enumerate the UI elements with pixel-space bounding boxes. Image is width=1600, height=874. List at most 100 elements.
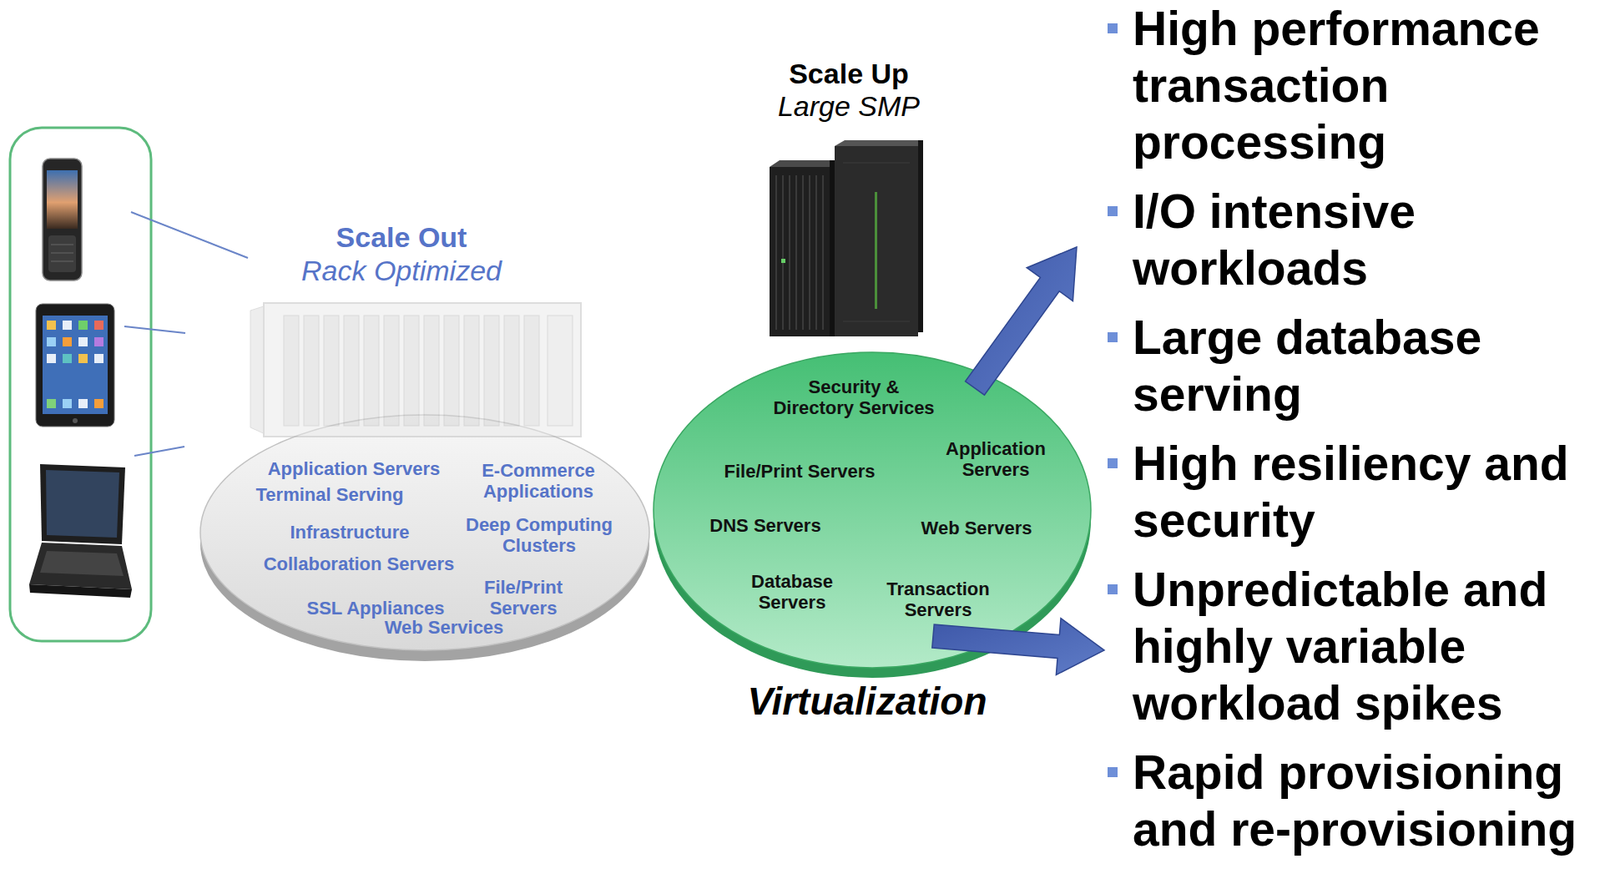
- workload-label: DNS Servers: [709, 514, 821, 536]
- bullet-item: High resiliency and security: [1132, 434, 1597, 549]
- blade-chassis: [547, 315, 573, 426]
- bullet-item: High performance transaction processing: [1132, 0, 1597, 171]
- phone-icon: [50, 244, 74, 246]
- bullet-marker: [1107, 458, 1118, 469]
- mainframe-server: [769, 166, 830, 337]
- mainframe-server: [834, 146, 919, 337]
- laptop-icon: [29, 542, 132, 590]
- mainframe-server: [769, 140, 924, 337]
- tablet-icon: [46, 353, 56, 364]
- mainframe-server: [781, 258, 786, 263]
- bullet-marker: [1107, 23, 1118, 34]
- workload-label: SSL Appliances: [306, 597, 445, 619]
- workload-label: Terminal Serving: [256, 484, 404, 505]
- mainframe-server: [776, 175, 823, 330]
- blade-chassis: [363, 315, 379, 426]
- workload-label: E-Commerce Applications: [471, 459, 606, 503]
- blade-chassis: [484, 315, 500, 426]
- tablet-icon: [62, 353, 72, 364]
- blade-chassis: [444, 315, 460, 426]
- workload-label: Security & Directory Services: [770, 376, 938, 419]
- laptop-icon: [45, 469, 120, 538]
- workload-label: Infrastructure: [289, 521, 409, 543]
- bullet-marker: [1107, 332, 1118, 343]
- leader-line: [124, 211, 248, 456]
- mainframe-server: [769, 160, 835, 167]
- tablet-icon: [35, 303, 115, 427]
- tablet-icon: [62, 320, 72, 330]
- mainframe-server: [842, 321, 910, 323]
- tablet-icon: [62, 337, 72, 347]
- blade-chassis: [423, 315, 440, 426]
- mainframe-server: [795, 175, 798, 330]
- block-arrow: [965, 247, 1077, 395]
- mainframe-server: [802, 175, 804, 330]
- platform-subheading: Rack Optimized: [301, 254, 502, 288]
- bullet-marker: [1107, 767, 1118, 778]
- blade-chassis: [323, 315, 339, 426]
- blade-chassis: [343, 315, 359, 426]
- tablet-icon: [46, 398, 56, 409]
- bullet-marker: [1107, 206, 1118, 217]
- tablet-icon: [42, 315, 108, 414]
- platform-heading: Scale Out: [336, 221, 468, 254]
- workload-label: Transaction Servers: [879, 578, 997, 621]
- mainframe-server: [874, 191, 878, 309]
- mainframe-server: [918, 140, 924, 333]
- mainframe-server: [829, 160, 835, 337]
- bullet-item: Unpredictable and highly variable worklo…: [1132, 560, 1597, 732]
- blade-chassis: [283, 315, 299, 426]
- device-group-frame: [10, 127, 152, 642]
- tablet-icon: [78, 337, 88, 347]
- workload-label: Web Services: [384, 616, 505, 638]
- bullet-item: Large database serving: [1132, 308, 1597, 423]
- workload-label: Database Servers: [746, 570, 838, 614]
- workload-label: Collaboration Servers: [263, 553, 455, 575]
- platform-subheading: Large SMP: [777, 90, 920, 123]
- mainframe-server: [788, 175, 791, 330]
- blade-chassis: [464, 315, 480, 426]
- virtualization-caption: Virtualization: [747, 679, 987, 724]
- tablet-icon: [72, 418, 78, 424]
- workload-label: Deep Computing Clusters: [459, 514, 619, 557]
- blade-chassis: [403, 315, 419, 426]
- tablet-icon: [94, 353, 104, 364]
- bullet-item: I/O intensive workloads: [1132, 182, 1597, 297]
- tablet-icon: [94, 398, 104, 409]
- tablet-icon: [94, 320, 104, 330]
- bullet-marker: [1107, 584, 1118, 595]
- mainframe-server: [775, 175, 778, 330]
- phone-icon: [50, 252, 74, 254]
- tablet-icon: [46, 337, 56, 347]
- blade-chassis: [303, 315, 319, 426]
- tablet-icon: [78, 320, 88, 330]
- mainframe-server: [808, 175, 811, 330]
- phone-icon: [42, 158, 82, 281]
- laptop-icon: [40, 550, 124, 576]
- leader-line: [131, 211, 248, 258]
- device-group-frame: [10, 127, 152, 642]
- mainframe-server: [842, 162, 910, 164]
- ellipse-face: [200, 414, 650, 651]
- phone-icon: [42, 158, 82, 281]
- blade-chassis: [383, 315, 399, 426]
- phone-icon: [50, 261, 74, 263]
- blade-chassis: [263, 302, 581, 437]
- laptop-icon: [29, 464, 132, 598]
- laptop-icon: [40, 464, 126, 545]
- platform-ellipse: Scale UpLarge SMPSecurity & Directory Se…: [652, 351, 1092, 679]
- mainframe-server: [822, 175, 824, 330]
- phone-icon: [46, 170, 78, 229]
- blade-chassis: [250, 302, 581, 437]
- blade-chassis: [524, 315, 540, 426]
- bullet-item: Rapid provisioning and re-provisioning: [1132, 743, 1597, 858]
- workload-label: Application Servers: [937, 438, 1055, 481]
- block-arrow: [932, 247, 1105, 675]
- tablet-icon: [46, 320, 56, 330]
- blade-chassis: [504, 315, 520, 426]
- laptop-icon: [29, 584, 132, 598]
- phone-icon: [48, 235, 76, 273]
- tablet-icon: [94, 337, 104, 347]
- mainframe-server: [782, 175, 784, 330]
- workload-label: File/Print Servers: [724, 460, 876, 482]
